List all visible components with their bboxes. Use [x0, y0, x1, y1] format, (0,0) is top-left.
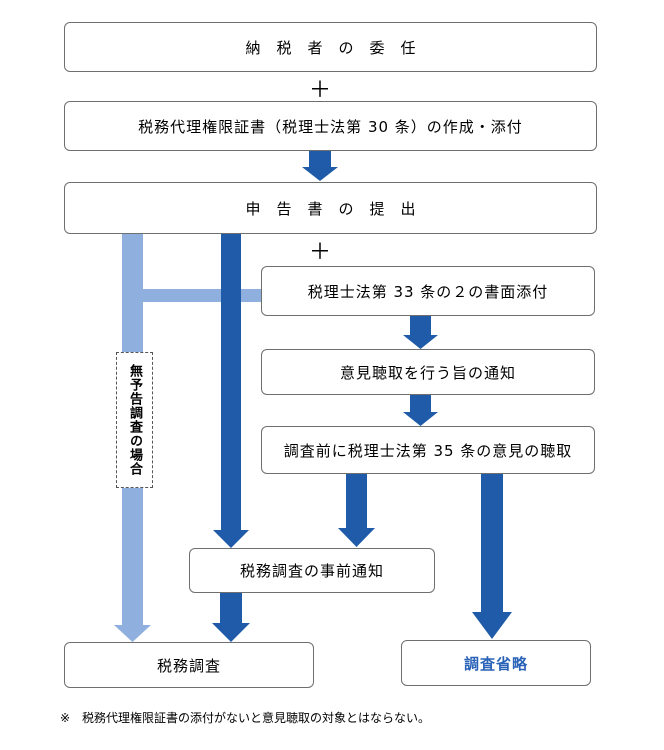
- taxpayer-delegation-box: 納税者の委任: [64, 22, 597, 72]
- advance-notice-label: 税務調査の事前通知: [239, 562, 384, 580]
- article-35-hearing-label: 調査前に税理士法第 35 条の意見の聴取: [283, 441, 573, 460]
- article-33-attachment-label: 税理士法第 33 条の２の書面添付: [307, 282, 549, 301]
- tax-return-filing-box: 申告書の提出: [64, 182, 597, 234]
- power-of-attorney-box: 税務代理権限証書（税理士法第 30 条）の作成・添付: [64, 101, 597, 151]
- hearing-notice-box: 意見聴取を行う旨の通知: [261, 349, 595, 395]
- tax-return-filing-label: 申告書の提出: [245, 199, 432, 218]
- audit-omitted-label: 調査省略: [463, 654, 528, 673]
- plus-sign-1: ＋: [309, 78, 332, 103]
- article-33-attachment-box: 税理士法第 33 条の２の書面添付: [261, 266, 595, 316]
- article-35-hearing-box: 調査前に税理士法第 35 条の意見の聴取: [261, 426, 595, 474]
- plus-sign-2: ＋: [309, 240, 332, 265]
- audit-omitted-box: 調査省略: [401, 640, 591, 686]
- tax-audit-label: 税務調査: [156, 656, 221, 675]
- unannounced-audit-label: 無予告調査の場合: [116, 352, 153, 488]
- hearing-notice-label: 意見聴取を行う旨の通知: [339, 363, 516, 382]
- power-of-attorney-label: 税務代理権限証書（税理士法第 30 条）の作成・添付: [138, 117, 523, 136]
- footnote: ※ 税務代理権限証書の添付がないと意見聴取の対象とはならない。: [60, 711, 431, 725]
- tax-audit-box: 税務調査: [64, 642, 314, 688]
- taxpayer-delegation-label: 納税者の委任: [245, 38, 432, 57]
- main-flow-arrows: [212, 150, 512, 642]
- advance-notice-box: 税務調査の事前通知: [189, 548, 435, 593]
